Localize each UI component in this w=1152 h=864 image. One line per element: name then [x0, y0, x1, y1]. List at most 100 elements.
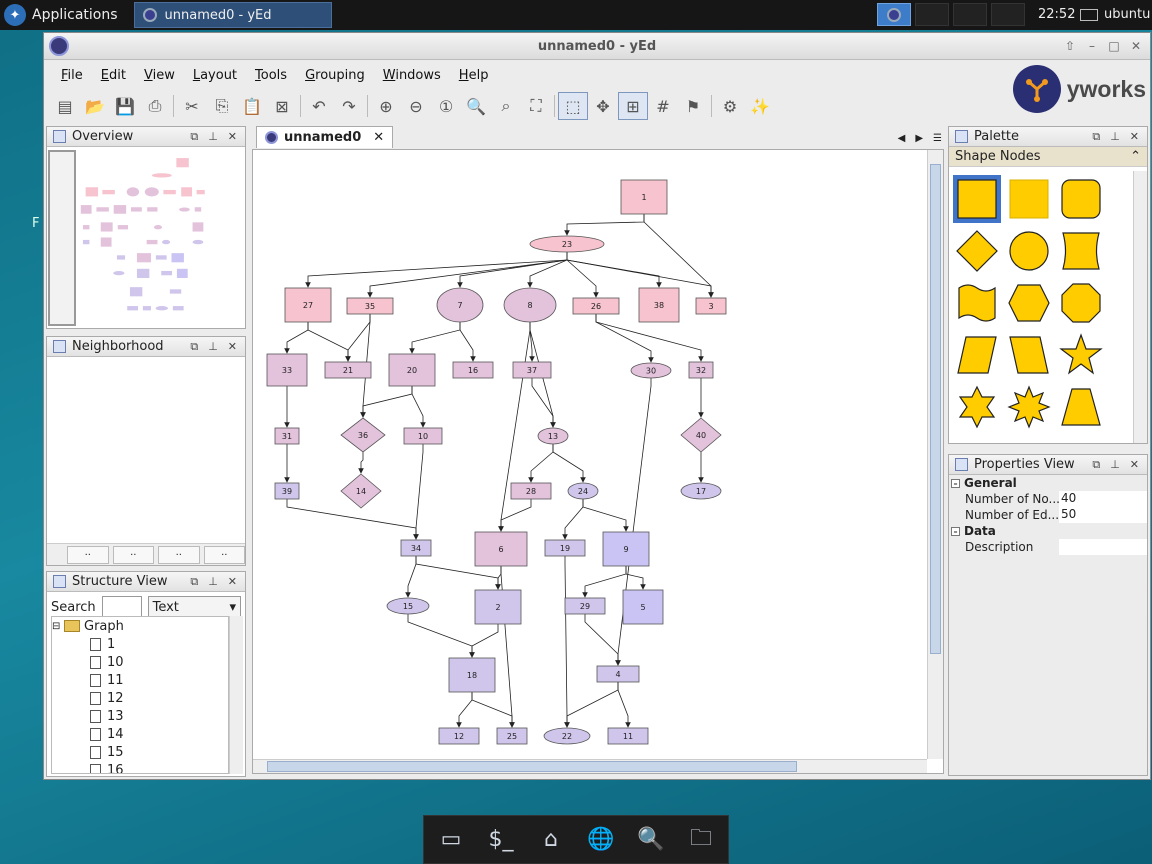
graph-node-30[interactable]: 30 [630, 362, 672, 379]
graph-node-3[interactable]: 3 [695, 297, 727, 315]
shape-circle-icon[interactable] [1005, 227, 1053, 275]
node-shape[interactable] [448, 657, 496, 693]
horizontal-scrollbar[interactable] [253, 759, 927, 773]
menu-file[interactable]: File [52, 68, 92, 83]
fit-content-button[interactable]: ⛶ [521, 92, 551, 120]
snap-button[interactable]: ⊞ [618, 92, 648, 120]
menu-layout[interactable]: Layout [184, 68, 246, 83]
node-shape[interactable] [620, 179, 668, 215]
neighborhood-tab-3[interactable]: .. [158, 546, 200, 564]
shape-rect-flat-icon[interactable] [1005, 175, 1053, 223]
graph-node-33[interactable]: 33 [266, 353, 308, 387]
workspace-1[interactable] [877, 3, 911, 26]
redo-button[interactable]: ↷ [334, 92, 364, 120]
float-icon[interactable]: ⧉ [190, 339, 199, 353]
graph-edge[interactable] [527, 252, 568, 288]
search-input[interactable] [101, 596, 142, 618]
close-icon[interactable]: ✕ [227, 339, 237, 353]
node-shape[interactable] [688, 361, 714, 379]
graph-edge[interactable] [358, 452, 364, 474]
menu-windows[interactable]: Windows [374, 68, 450, 83]
shade-icon[interactable]: ⇧ [1064, 39, 1076, 53]
node-shape[interactable] [340, 417, 386, 453]
vertical-scrollbar[interactable] [927, 150, 943, 759]
close-icon[interactable]: ✕ [1129, 457, 1139, 471]
graph-node-28[interactable]: 28 [510, 482, 552, 500]
tree-scrollbar[interactable] [229, 616, 243, 774]
shape-trapezoid-r-icon[interactable] [1005, 331, 1053, 379]
property-row[interactable]: Number of Ed...50 [949, 507, 1147, 523]
node-shape[interactable] [602, 531, 650, 567]
graph-edge[interactable] [405, 556, 417, 598]
desktop-launcher[interactable]: ▭ [428, 819, 474, 861]
node-shape[interactable] [537, 427, 569, 445]
tree-item[interactable]: 13 [52, 707, 228, 725]
graph-node-12[interactable]: 12 [438, 727, 480, 745]
graph-edge[interactable] [284, 322, 309, 354]
tree-item[interactable]: 10 [52, 653, 228, 671]
node-shape[interactable] [274, 482, 300, 500]
float-icon[interactable]: ⧉ [190, 129, 199, 143]
graph-node-27[interactable]: 27 [284, 287, 332, 323]
node-shape[interactable] [266, 353, 308, 387]
node-shape[interactable] [474, 531, 528, 567]
edit-mode-button[interactable]: ⬚ [558, 92, 588, 120]
terminal-launcher[interactable]: $_ [478, 819, 524, 861]
graph-node-25[interactable]: 25 [496, 727, 528, 745]
workspace-4[interactable] [991, 3, 1025, 26]
graph-edge[interactable] [595, 314, 704, 362]
node-shape[interactable] [630, 362, 672, 379]
paste-button[interactable]: 📋 [237, 92, 267, 120]
shape-star8-icon[interactable] [1005, 383, 1053, 431]
graph-node-29[interactable]: 29 [564, 597, 606, 615]
node-shape[interactable] [638, 287, 680, 323]
undo-button[interactable]: ↶ [304, 92, 334, 120]
node-shape[interactable] [607, 727, 649, 745]
graph-edge[interactable] [552, 444, 586, 483]
node-shape[interactable] [346, 297, 394, 315]
tree-item[interactable]: 12 [52, 689, 228, 707]
open-button[interactable]: 📂 [80, 92, 110, 120]
pin-icon[interactable]: ⊥ [1110, 129, 1120, 143]
menu-view[interactable]: View [135, 68, 184, 83]
graph-node-18[interactable]: 18 [448, 657, 496, 693]
shape-octagon-icon[interactable] [1057, 279, 1105, 327]
graph-node-32[interactable]: 32 [688, 361, 714, 379]
graph-edge[interactable] [564, 214, 645, 236]
delete-button[interactable]: ⊠ [267, 92, 297, 120]
node-shape[interactable] [438, 727, 480, 745]
node-shape[interactable] [596, 665, 640, 683]
node-shape[interactable] [564, 597, 606, 615]
graph-edge[interactable] [409, 322, 461, 354]
graph-edge[interactable] [407, 614, 475, 658]
settings-button[interactable]: ⚙ [715, 92, 745, 120]
keyboard-icon[interactable] [1080, 9, 1098, 21]
graph-edge[interactable] [562, 499, 584, 540]
node-shape[interactable] [474, 589, 522, 625]
graph-node-7[interactable]: 7 [436, 287, 484, 323]
graph-node-35[interactable]: 35 [346, 297, 394, 315]
properties-group-data[interactable]: –Data [949, 523, 1147, 539]
node-shape[interactable] [622, 589, 664, 625]
menu-grouping[interactable]: Grouping [296, 68, 374, 83]
graph-node-14[interactable]: 14 [340, 473, 382, 509]
graph-node-31[interactable]: 31 [274, 427, 300, 445]
graph-node-22[interactable]: 22 [543, 727, 591, 745]
property-row[interactable]: Description [949, 539, 1147, 555]
shape-diamond-icon[interactable] [953, 227, 1001, 275]
applications-menu[interactable]: ✦ Applications [0, 0, 128, 30]
tree-root[interactable]: ⊟Graph [52, 617, 228, 635]
tab-left-icon[interactable]: ◀ [897, 133, 906, 144]
node-shape[interactable] [403, 427, 443, 445]
graph-node-24[interactable]: 24 [567, 482, 599, 500]
graph-edge[interactable] [413, 444, 424, 540]
node-shape[interactable] [680, 417, 722, 453]
node-shape[interactable] [340, 473, 382, 509]
graph-node-20[interactable]: 20 [388, 353, 436, 387]
graph-node-17[interactable]: 17 [680, 482, 722, 500]
new-button[interactable]: ▤ [50, 92, 80, 120]
zoom-button[interactable]: 🔍 [461, 92, 491, 120]
node-shape[interactable] [452, 361, 494, 379]
graph-node-39[interactable]: 39 [274, 482, 300, 500]
graph-edge[interactable] [498, 322, 531, 532]
